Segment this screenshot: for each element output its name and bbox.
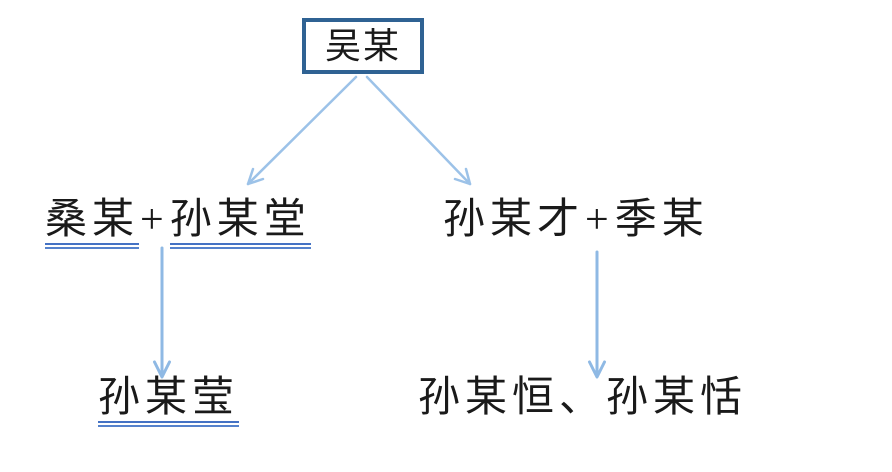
left-couple-person1: 桑某: [45, 197, 140, 249]
node-right-children: 孙某恒、孙某恬: [418, 377, 747, 419]
arrow-root-to-left-couple: [246, 75, 358, 186]
node-left-child: 孙某莹: [98, 375, 240, 421]
right-couple-plus-sign: +: [585, 197, 614, 243]
node-left-couple: 桑某+孙某堂: [45, 197, 311, 243]
left-couple-person2: 孙某堂: [169, 197, 311, 249]
root-ancestor-label: 吴某: [324, 26, 401, 66]
right-children-label: 孙某恒、孙某恬: [418, 375, 748, 421]
node-root-ancestor: 吴某: [302, 18, 424, 74]
arrow-right-couple-to-children: [588, 250, 606, 379]
left-couple-plus-sign: +: [140, 197, 169, 243]
right-couple-person2: 季某: [614, 197, 709, 243]
node-right-couple: 孙某才+季某: [443, 199, 709, 241]
right-couple-person1: 孙某才: [443, 197, 585, 243]
arrow-left-couple-to-child: [153, 246, 171, 379]
arrow-root-to-right-couple: [365, 75, 472, 186]
left-child-label: 孙某莹: [98, 375, 240, 427]
